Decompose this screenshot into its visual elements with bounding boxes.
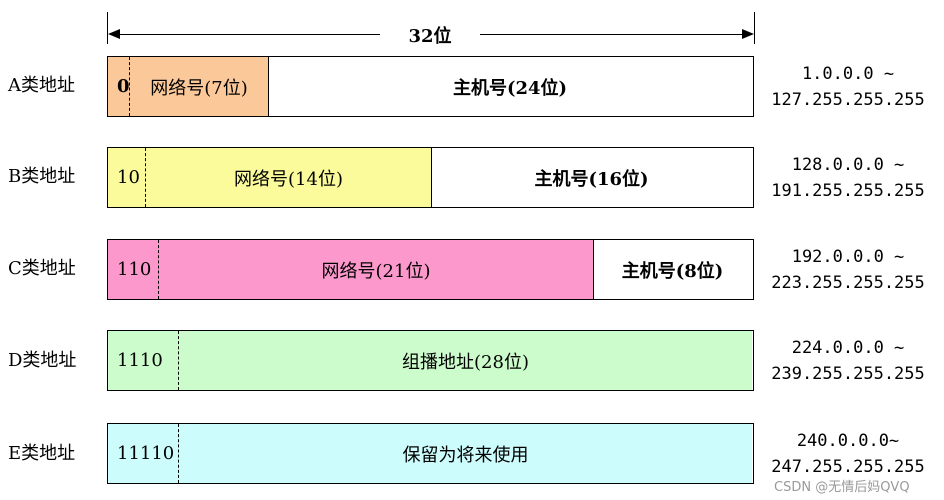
class-e-reserved: 保留为将来使用 bbox=[179, 424, 752, 483]
class-a-prefix-divider bbox=[129, 57, 130, 116]
class-e-range: 240.0.0.0~ 247.255.255.255 bbox=[760, 428, 936, 480]
class-d-prefix: 1110 bbox=[108, 331, 179, 390]
class-a-range-start: 1.0.0.0 ~ bbox=[801, 64, 895, 84]
class-c-range: 192.0.0.0 ~ 223.255.255.255 bbox=[760, 244, 936, 296]
class-c-range-start: 192.0.0.0 ~ bbox=[791, 247, 905, 267]
class-d-label: D类地址 bbox=[8, 350, 77, 371]
bit-width-left-tick bbox=[107, 12, 108, 44]
class-e-prefix: 11110 bbox=[108, 424, 179, 483]
class-a-prefix: 0 bbox=[108, 57, 130, 116]
bit-width-arrow-left bbox=[108, 29, 120, 39]
class-e-label: E类地址 bbox=[8, 443, 76, 464]
class-c-prefix-divider bbox=[158, 240, 159, 299]
class-b-prefix-divider bbox=[145, 148, 146, 207]
class-a-range: 1.0.0.0 ~ 127.255.255.255 bbox=[760, 61, 936, 113]
class-a-range-end: 127.255.255.255 bbox=[771, 90, 925, 110]
class-c-network-divider bbox=[593, 240, 594, 299]
class-c-label: C类地址 bbox=[8, 258, 76, 279]
class-e-range-end: 247.255.255.255 bbox=[771, 457, 925, 477]
class-b-label: B类地址 bbox=[8, 166, 76, 187]
class-b-network: 网络号(14位) bbox=[146, 148, 431, 207]
class-a-network: 网络号(7位) bbox=[130, 57, 268, 116]
class-d-range-start: 224.0.0.0 ~ bbox=[791, 338, 905, 358]
class-b-network-divider bbox=[431, 148, 432, 207]
bit-width-arrow-right bbox=[742, 29, 754, 39]
class-e-range-start: 240.0.0.0~ bbox=[796, 431, 900, 451]
class-c-range-end: 223.255.255.255 bbox=[771, 273, 925, 293]
bit-width-right-tick bbox=[754, 12, 755, 44]
class-b-range-end: 191.255.255.255 bbox=[771, 181, 925, 201]
class-b-range-start: 128.0.0.0 ~ bbox=[791, 155, 905, 175]
class-b-bar: 10 网络号(14位) 主机号(16位) bbox=[107, 147, 754, 208]
class-d-range-end: 239.255.255.255 bbox=[771, 364, 925, 384]
class-d-multicast: 组播地址(28位) bbox=[179, 331, 752, 390]
class-d-bar: 1110 组播地址(28位) bbox=[107, 330, 754, 391]
class-a-network-divider bbox=[268, 57, 269, 116]
class-e-bar: 11110 保留为将来使用 bbox=[107, 423, 754, 484]
class-c-bar: 110 网络号(21位) 主机号(8位) bbox=[107, 239, 754, 300]
bit-width-label: 32位 bbox=[380, 22, 480, 48]
class-c-prefix: 110 bbox=[108, 240, 159, 299]
class-b-prefix: 10 bbox=[108, 148, 146, 207]
class-b-host: 主机号(16位) bbox=[431, 148, 752, 207]
class-e-prefix-divider bbox=[178, 424, 179, 483]
watermark: CSDN @无情后妈QVQ bbox=[774, 480, 910, 495]
class-d-range: 224.0.0.0 ~ 239.255.255.255 bbox=[760, 335, 936, 387]
class-a-bar: 0 网络号(7位) 主机号(24位) bbox=[107, 56, 754, 117]
class-a-host: 主机号(24位) bbox=[268, 57, 752, 116]
class-b-range: 128.0.0.0 ~ 191.255.255.255 bbox=[760, 152, 936, 204]
class-a-label: A类地址 bbox=[8, 75, 75, 96]
class-c-network: 网络号(21位) bbox=[159, 240, 593, 299]
class-c-host: 主机号(8位) bbox=[593, 240, 752, 299]
class-d-prefix-divider bbox=[178, 331, 179, 390]
